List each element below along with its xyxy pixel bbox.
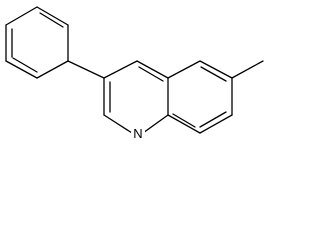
- benzo-ring: [167, 60, 233, 134]
- phenyl-ring: [5, 6, 69, 79]
- double-bond-inner: [200, 66, 227, 82]
- bond: [199, 60, 233, 79]
- chemical-structure-diagram: N: [5, 6, 264, 141]
- bond: [142, 114, 169, 134]
- bond: [103, 114, 133, 134]
- bond: [36, 60, 69, 79]
- nitrogen-label: N: [133, 126, 142, 141]
- double-bond-inner: [199, 111, 227, 128]
- methyl-bond: [231, 60, 264, 79]
- bond: [136, 60, 169, 79]
- double-bond-inner: [138, 66, 164, 82]
- bond: [5, 6, 38, 26]
- double-bond-inner: [172, 113, 196, 128]
- bond: [167, 60, 201, 79]
- pyridine-ring: [103, 60, 169, 134]
- bond: [199, 114, 233, 134]
- aryl-link-bond: [67, 60, 105, 79]
- bond: [5, 60, 38, 79]
- atom-label-background: [131, 126, 145, 141]
- bond: [167, 114, 201, 134]
- bond: [103, 60, 138, 79]
- double-bond-inner: [12, 57, 38, 73]
- nitrogen-atom: N: [131, 126, 145, 141]
- double-bond-inner: [39, 12, 64, 28]
- bond: [36, 6, 69, 26]
